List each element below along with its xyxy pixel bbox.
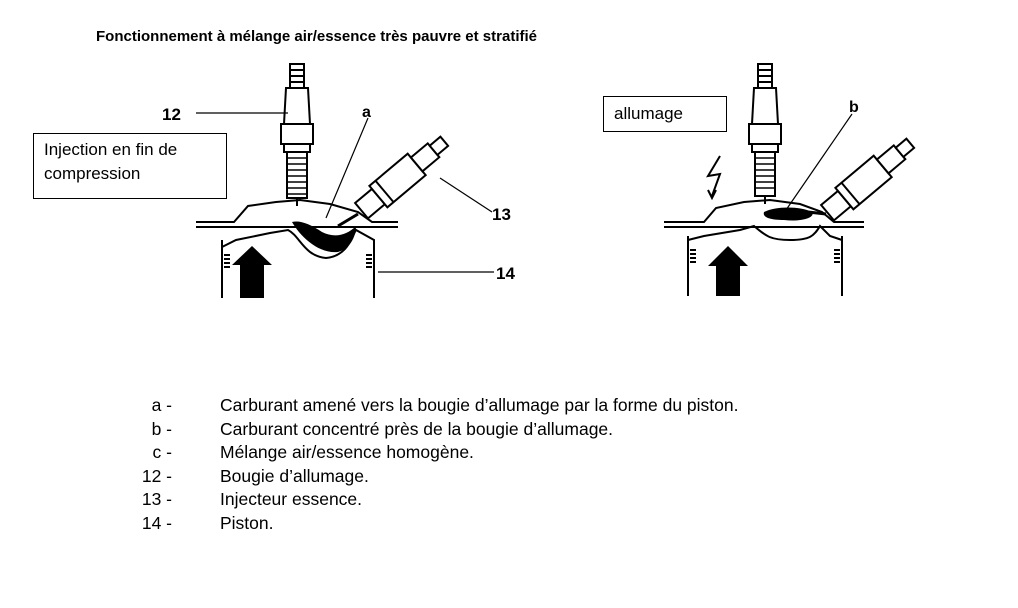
legend-text: Carburant concentré près de la bougie d’… bbox=[220, 418, 614, 439]
callout-13: 13 bbox=[492, 205, 511, 224]
left-injector bbox=[353, 135, 450, 220]
legend-text: Injecteur essence. bbox=[220, 489, 363, 509]
callout-14: 14 bbox=[496, 264, 515, 283]
legend-code: 12 - bbox=[141, 465, 172, 486]
legend-text: Carburant amené vers la bougie d’allumag… bbox=[220, 395, 739, 415]
left-fuel-spray bbox=[292, 221, 356, 253]
page-title: Fonctionnement à mélange air/essence trè… bbox=[96, 28, 537, 45]
injection-caption-box: Injection en fin de compression bbox=[33, 133, 227, 199]
right-fuel-cloud bbox=[763, 207, 813, 221]
legend-text: Bougie d’allumage. bbox=[220, 465, 369, 486]
right-piston-crown bbox=[687, 224, 843, 242]
injection-caption-line-2: compression bbox=[44, 164, 141, 183]
right-upward-arrow bbox=[708, 246, 748, 296]
right-engine bbox=[664, 63, 916, 296]
legend-code: c - bbox=[152, 442, 172, 462]
legend-code: 14 - bbox=[141, 512, 172, 533]
legend-text: Mélange air/essence homogène. bbox=[220, 442, 474, 462]
allumage-caption: allumage bbox=[614, 104, 683, 123]
callout-12: 12 bbox=[162, 105, 181, 124]
callout-b: b bbox=[849, 99, 859, 116]
callout-a: a bbox=[362, 104, 371, 121]
right-spark-plug bbox=[748, 63, 782, 204]
legend-text: Piston. bbox=[220, 512, 274, 533]
right-injector bbox=[819, 137, 916, 222]
legend-code: a - bbox=[151, 395, 172, 415]
left-upward-arrow bbox=[232, 246, 272, 298]
spark-lightning-icon bbox=[706, 155, 722, 197]
injection-caption-line-1: Injection en fin de bbox=[44, 140, 178, 159]
left-spark-plug bbox=[280, 63, 314, 206]
legend-code: 13 - bbox=[141, 489, 172, 509]
allumage-caption-box: allumage bbox=[603, 96, 727, 132]
legend-code: b - bbox=[151, 418, 172, 439]
right-cylinder-head bbox=[664, 198, 864, 223]
